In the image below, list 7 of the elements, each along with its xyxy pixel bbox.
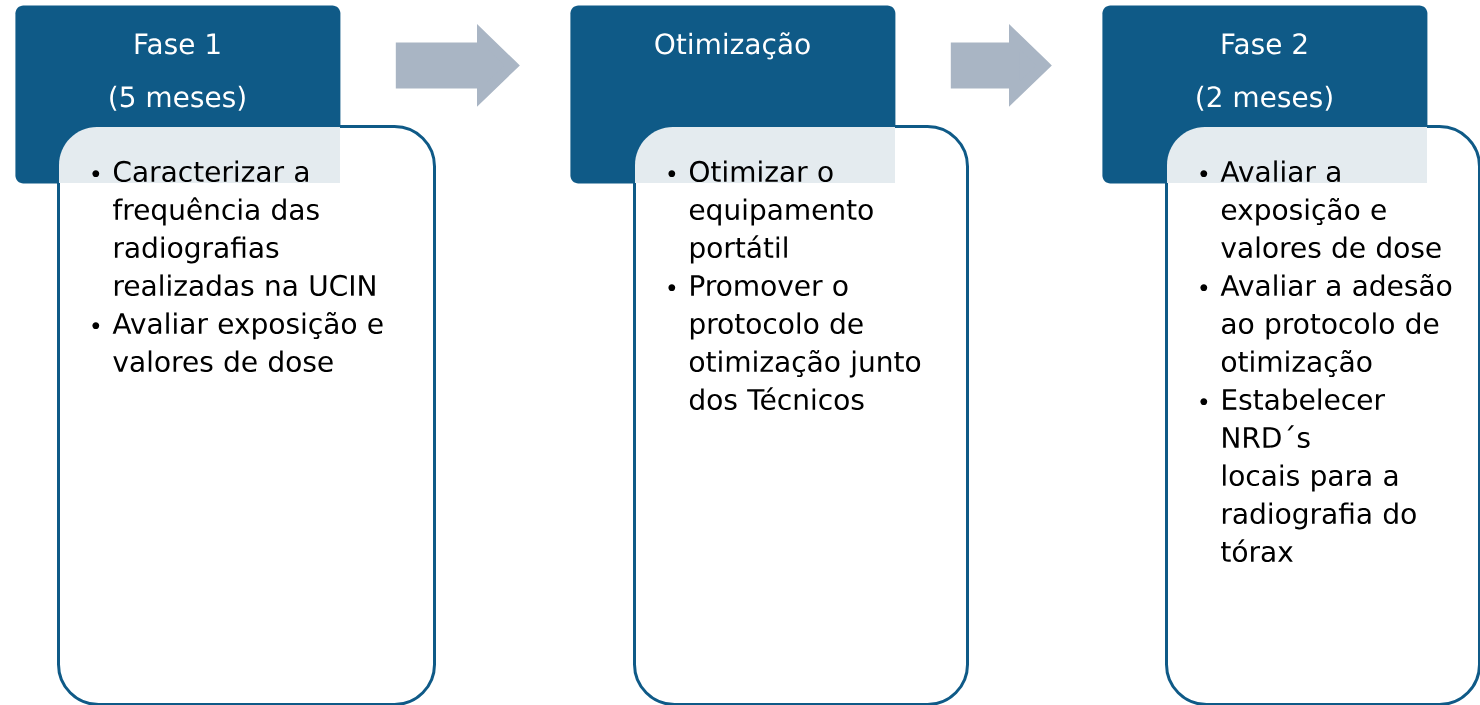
rounded-box <box>633 125 969 705</box>
bullet-item: Promover o protocolo de otimização junto dos Técnicos <box>689 275 921 411</box>
rounded-box <box>1165 125 1480 705</box>
bullet-item: Avaliar exposição e valores de dose <box>112 311 383 373</box>
bullet-item: Avaliar a adesão ao protocolo de otimização <box>1220 273 1452 378</box>
rounded-box <box>57 125 436 705</box>
bullet-item: Estabelecer NRD´s locais para a radiografia do tórax <box>1221 388 1416 563</box>
